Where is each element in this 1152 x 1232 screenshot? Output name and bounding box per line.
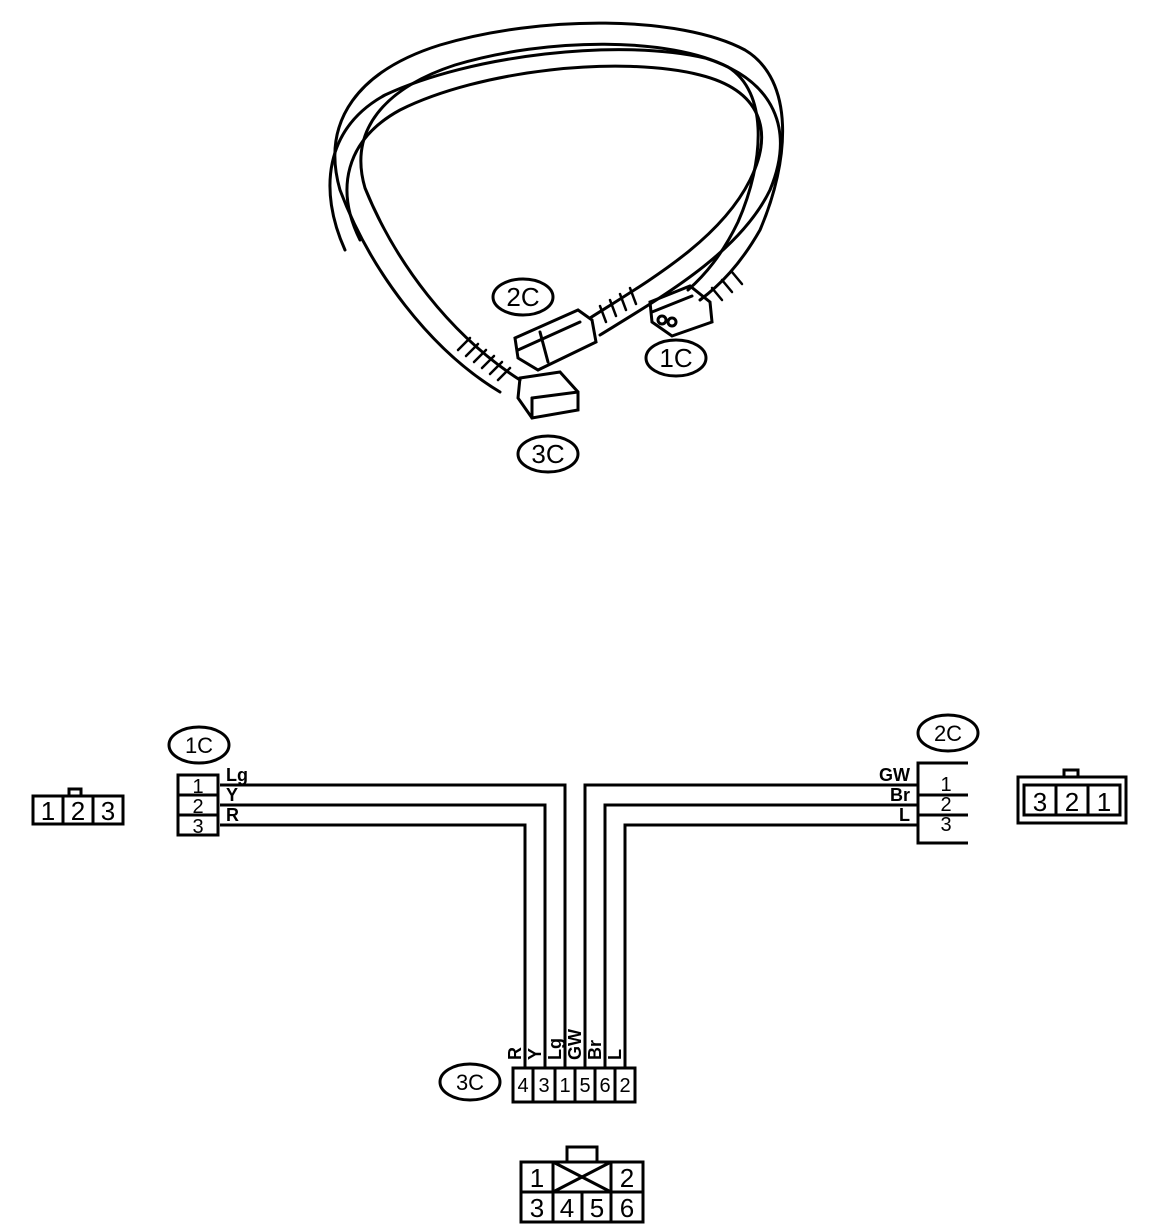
wire-label-lg: Lg <box>226 765 248 785</box>
callout-1c <box>644 338 708 378</box>
connector-3c-pin-6: 6 <box>599 1075 610 1097</box>
schematic-callout-1c <box>167 725 231 765</box>
connector-3c-pin-4: 4 <box>517 1075 528 1097</box>
connector-3c-face-pin-5: 5 <box>590 1193 604 1223</box>
wire-label-y: Y <box>226 785 238 805</box>
wire-label-l: L <box>899 805 910 825</box>
wire-label-3c-l: L <box>605 1049 625 1060</box>
connector-2c-pin-1: 1 <box>940 774 951 796</box>
connector-3c-face-pin-1: 1 <box>530 1163 544 1193</box>
wire-r <box>220 823 527 1068</box>
connector-1c-pin-1: 1 <box>192 776 203 798</box>
callout-3c <box>516 434 580 474</box>
harness-wrap-3c <box>456 336 512 382</box>
connector-2c-face-pin-1: 1 <box>1097 787 1111 817</box>
connector-2c-pin-3: 3 <box>940 814 951 836</box>
connector-1c-face <box>31 787 125 826</box>
harness-wrap-1c <box>710 270 744 302</box>
wire-label-3c-gw: GW <box>565 1029 585 1060</box>
connector-3c-pin-1: 1 <box>559 1075 570 1097</box>
harness-wrap-2c <box>598 286 638 324</box>
callout-2c-label: 2C <box>506 282 539 312</box>
wire-y <box>220 803 547 1068</box>
wire-label-3c-br: Br <box>585 1040 605 1060</box>
wire-br <box>603 803 918 1068</box>
connector-2c-face-pin-3: 3 <box>1033 787 1047 817</box>
connector-3c-pin-5: 5 <box>579 1075 590 1097</box>
connector-2c <box>916 761 968 845</box>
connector-1c-face-pin-3: 3 <box>101 796 115 826</box>
schematic-callout-3c-label: 3C <box>456 1070 484 1095</box>
callout-1c-label: 1C <box>659 343 692 373</box>
schematic-callout-1c-label: 1C <box>185 733 213 758</box>
wire-label-gw: GW <box>879 765 910 785</box>
connector-3c <box>511 1066 637 1104</box>
connector-3c-face <box>519 1145 645 1224</box>
connector-1c-pin-3: 3 <box>192 816 203 838</box>
wire-lg <box>220 783 567 1068</box>
harness-cable-inner-edge <box>328 48 782 337</box>
harness-cable-outer <box>333 21 785 394</box>
wire-label-3c-r: R <box>505 1047 525 1060</box>
harness-plug-2c <box>513 308 598 372</box>
wire-label-r: R <box>226 805 239 825</box>
harness-plug-3c <box>516 370 580 420</box>
connector-3c-face-pin-3: 3 <box>530 1193 544 1223</box>
connector-3c-face-pin-4: 4 <box>560 1193 574 1223</box>
wire-l <box>623 823 918 1068</box>
wire-gw <box>583 783 918 1068</box>
connector-2c-pin-2: 2 <box>940 794 951 816</box>
connector-3c-pin-2: 2 <box>619 1075 630 1097</box>
wire-label-3c-y: Y <box>525 1048 545 1060</box>
harness-cable-outer-edge <box>359 42 760 382</box>
callout-3c-label: 3C <box>531 439 564 469</box>
harness-plug-1c <box>648 284 714 338</box>
harness-illustration <box>328 21 785 474</box>
wire-label-br: Br <box>890 785 910 805</box>
connector-1c-face-pin-2: 2 <box>71 796 85 826</box>
schematic-callout-2c-label: 2C <box>934 721 962 746</box>
harness-cable-inner <box>345 64 764 320</box>
connector-2c-face-pin-2: 2 <box>1065 787 1079 817</box>
schematic-callout-2c <box>916 713 980 753</box>
connector-3c-face-pin-6: 6 <box>620 1193 634 1223</box>
callout-2c <box>491 277 555 317</box>
connector-1c <box>176 773 220 837</box>
connector-2c-face <box>1016 768 1128 825</box>
wire-label-3c-lg: Lg <box>545 1038 565 1060</box>
schematic-wires <box>220 783 918 1068</box>
connector-1c-pin-2: 2 <box>192 796 203 818</box>
connector-3c-pin-3: 3 <box>538 1075 549 1097</box>
schematic-callout-3c <box>438 1062 502 1102</box>
connector-1c-face-pin-1: 1 <box>41 796 55 826</box>
connector-3c-face-pin-2: 2 <box>620 1163 634 1193</box>
